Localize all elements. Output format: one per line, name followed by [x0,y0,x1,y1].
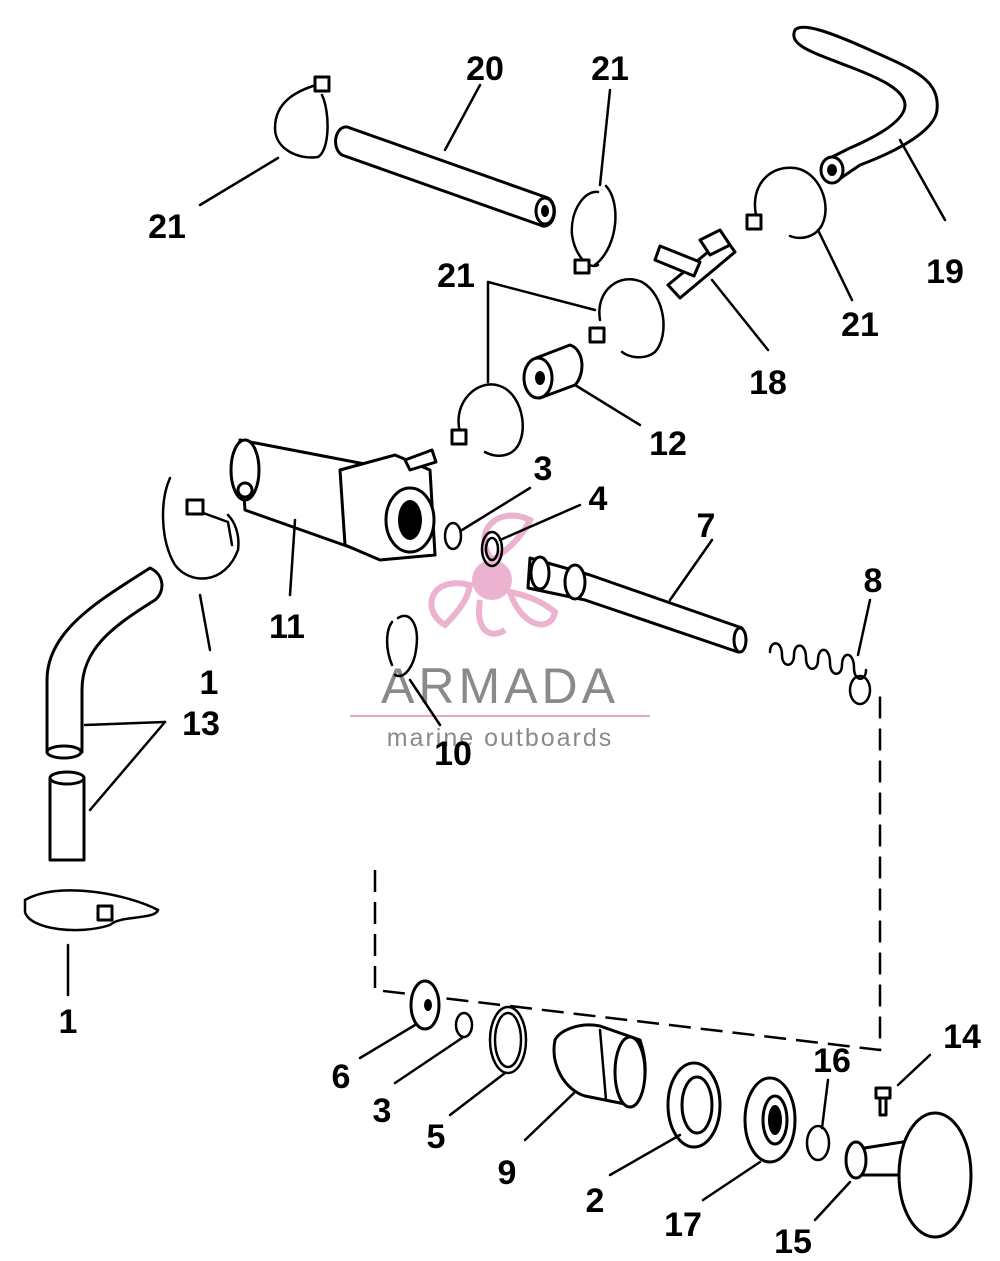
part-14-screw [874,1086,892,1117]
part-17-nut [743,1076,797,1164]
callout-6: 6 [332,1058,351,1096]
callout-19: 19 [926,253,964,291]
part-6-washer [409,979,441,1031]
callout-21-middle: 21 [437,257,475,295]
part-15-knob [844,1111,973,1239]
callout-3-lower: 3 [373,1092,392,1130]
watermark-brand: ARMADA [381,658,619,714]
assembly-path-line [373,690,882,1052]
part-13-hose [45,566,164,862]
part-12-sleeve [522,343,584,400]
part-21-clamp-right [745,166,827,240]
part-21-clamp-lower [450,383,524,457]
part-10-retaining-ring [385,614,419,678]
callout-12: 12 [649,425,687,463]
part-18-tee-fitting [653,228,737,300]
callout-15: 15 [774,1223,812,1261]
callout-21-left: 21 [148,208,186,246]
callout-1-upper: 1 [200,664,219,702]
callout-7: 7 [697,507,716,545]
watermark-tagline: marine outboards [387,724,614,752]
callout-16: 16 [813,1042,851,1080]
callout-14: 14 [943,1018,981,1056]
callout-1-lower: 1 [59,1003,78,1041]
part-21-clamp-upper-middle [570,184,617,275]
part-19-hose [792,25,939,185]
part-21-clamp-middle [588,277,665,359]
callout-2: 2 [586,1182,605,1220]
part-5-seal [488,1005,528,1075]
callout-8: 8 [864,562,883,600]
part-8-spring [768,642,872,706]
part-7-plunger [526,555,748,654]
part-21-clamp-top-left [273,75,331,159]
armada-logo [428,512,559,637]
callout-21-right: 21 [841,306,879,344]
callout-3-upper: 3 [534,450,553,488]
callout-5: 5 [427,1118,446,1156]
leader-lines [66,83,947,1222]
callout-13: 13 [182,705,220,743]
callout-18: 18 [749,364,787,402]
part-2-ring [666,1061,722,1149]
part-4-seal [480,530,504,568]
part-3-oring-lower [454,1011,474,1039]
part-3-oring-upper [443,521,463,551]
callout-4: 4 [589,480,608,518]
callout-21-top: 21 [591,50,629,88]
callout-20: 20 [466,50,504,88]
part-20-hose [334,125,556,228]
part-1-clamp-upper [161,476,240,580]
callout-17: 17 [664,1206,702,1244]
part-11-housing [229,438,438,562]
callout-9: 9 [498,1154,517,1192]
part-9-bushing [552,1023,647,1109]
callout-10: 10 [434,735,472,773]
part-1-clamp-lower [23,889,160,932]
callout-11: 11 [269,608,305,646]
part-16-oring [805,1124,831,1162]
